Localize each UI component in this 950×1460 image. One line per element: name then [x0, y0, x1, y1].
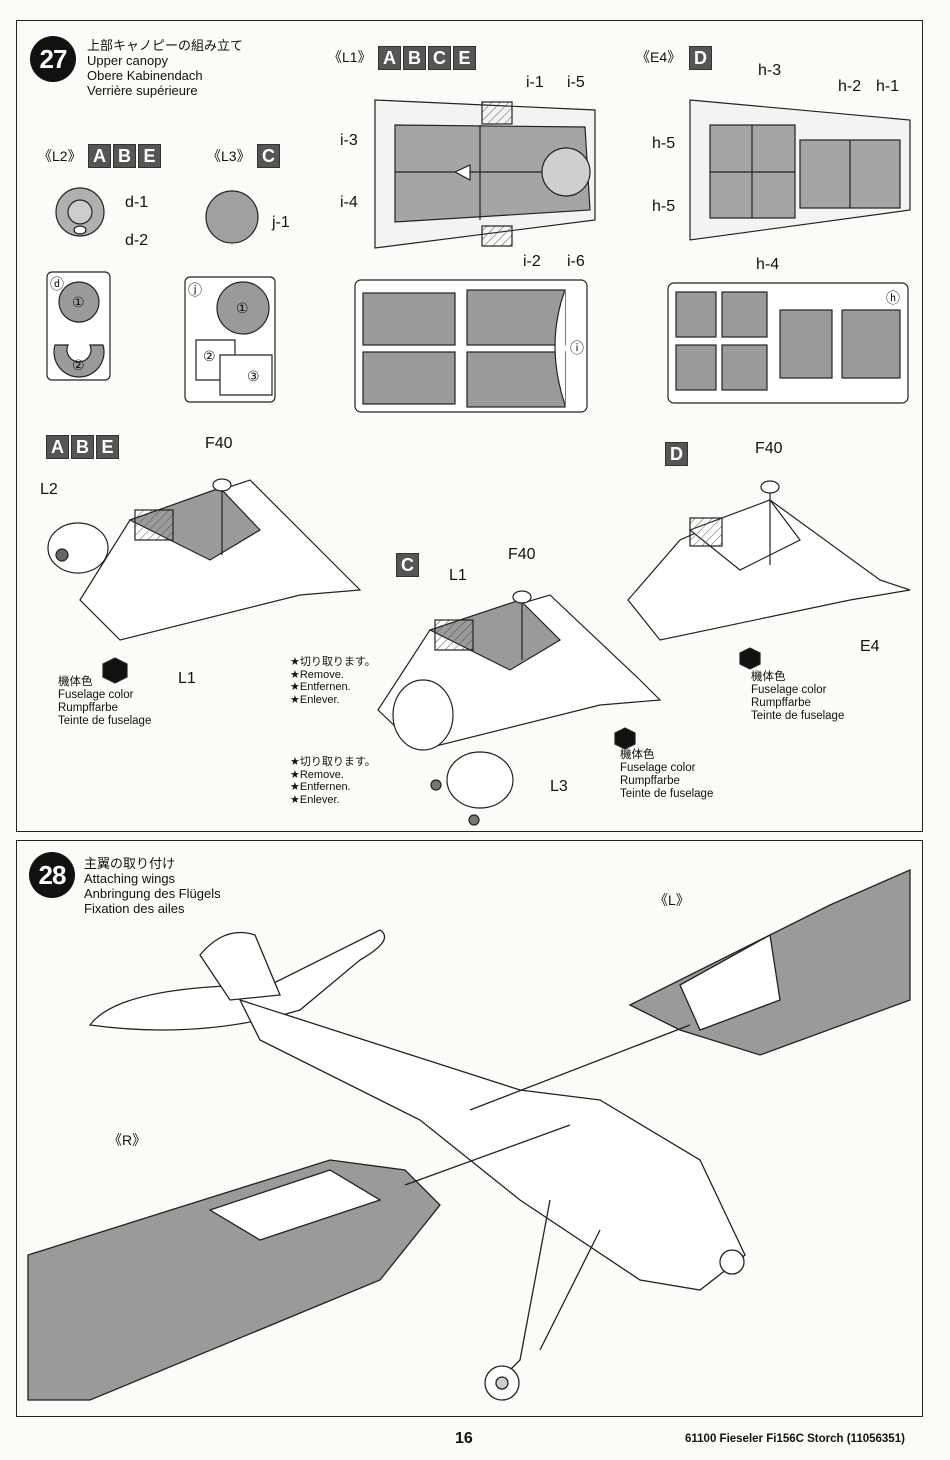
callout-h-5-upper: h-5 — [652, 135, 676, 152]
l1-canopy-topview — [374, 99, 596, 249]
callout-i-2: i-2 — [523, 253, 541, 270]
callout-d-1: d-1 — [125, 194, 149, 211]
version-letter: A — [46, 435, 69, 459]
part-e4: E4 — [860, 638, 880, 655]
l1-marker: 《L1》 — [328, 49, 372, 65]
right-wing-marker: 《R》 — [108, 1132, 147, 1148]
step-27-number: 27 — [30, 36, 76, 82]
version-letter: A — [88, 144, 111, 168]
remove-note-upper: ★切り取ります。 ★Remove. ★Entfernen. ★Enlever. — [290, 656, 376, 706]
callout-h-3: h-3 — [758, 62, 782, 79]
i-decal-sheet-mark: ⓘ — [570, 340, 584, 356]
step-27-title-fr: Verrière supérieure — [87, 83, 198, 98]
callout-i-3: i-3 — [340, 132, 358, 149]
part-l1-c: L1 — [449, 567, 467, 584]
l1-decal-sheet — [354, 279, 588, 413]
abe-canopy-assembly — [47, 478, 362, 684]
version-letter: C — [428, 46, 451, 70]
kit-code: 61100 Fieseler Fi156C Storch (11056351) — [685, 1433, 905, 1445]
decal-number-2: ② — [203, 348, 216, 364]
decal-number-1: ① — [72, 294, 85, 310]
decal-number-2: ② — [72, 357, 85, 373]
l2-window — [55, 187, 105, 237]
vertical-fin — [199, 931, 281, 1001]
step-28-title: 主翼の取り付け Attaching wings Anbringung des F… — [84, 856, 221, 916]
step-27-frame — [16, 20, 923, 832]
step-27-title-en: Upper canopy — [87, 53, 168, 68]
step-28-title-ja: 主翼の取り付け — [84, 856, 176, 871]
l3-version-letters: C — [257, 144, 280, 168]
c-version-letters: C — [396, 553, 419, 577]
callout-i-5: i-5 — [567, 74, 585, 91]
l3-window — [205, 190, 259, 244]
decal-number-3: ③ — [247, 368, 260, 384]
e4-marker: 《E4》 — [636, 49, 682, 65]
c-canopy-assembly — [377, 590, 662, 826]
callout-i-6: i-6 — [567, 253, 585, 270]
j-decal-sheet-mark: ⓙ — [188, 282, 202, 298]
j-decal-sheet — [184, 276, 276, 403]
l3-marker: 《L3》 — [207, 148, 251, 164]
callout-i-1: i-1 — [526, 74, 544, 91]
callout-j-1: j-1 — [272, 214, 290, 231]
d-decal-sheet-mark: ⓓ — [50, 276, 64, 292]
l2-marker: 《L2》 — [38, 148, 82, 164]
decal-number-1: ① — [236, 300, 249, 316]
callout-h-5-lower: h-5 — [652, 198, 676, 215]
step-28-frame — [16, 840, 923, 1417]
h-decal-sheet-mark: ⓗ — [886, 290, 900, 306]
version-letter: A — [378, 46, 401, 70]
e4-version-letters: D — [689, 46, 712, 70]
part-f40-d: F40 — [755, 440, 783, 457]
part-f40-c: F40 — [508, 546, 536, 563]
step-28-title-en: Attaching wings — [84, 871, 176, 886]
version-letter: C — [396, 553, 419, 577]
right-wing — [27, 1159, 441, 1401]
horizontal-stabilizer — [88, 929, 386, 1031]
step-28-title-fr: Fixation des ailes — [84, 901, 185, 916]
d-version-letters: D — [665, 442, 688, 466]
version-letter: B — [71, 435, 94, 459]
abe-version-letters: A B E — [46, 435, 119, 459]
e4-canopy-topview — [689, 99, 911, 241]
color-note-d: 機体色 Fuselage color Rumpffarbe Teinte de … — [751, 671, 845, 722]
d-decal-sheet — [46, 271, 111, 381]
d-canopy-assembly — [627, 480, 911, 670]
version-letter: E — [96, 435, 119, 459]
color-note-abe: 機体色 Fuselage color Rumpffarbe Teinte de … — [58, 676, 152, 727]
step-27-title-ja: 上部キャノピーの組み立て — [87, 38, 244, 53]
color-note-c: 機体色 Fuselage color Rumpffarbe Teinte de … — [620, 749, 714, 800]
left-wing-marker: 《L》 — [654, 892, 690, 908]
callout-i-4: i-4 — [340, 194, 358, 211]
callout-d-2: d-2 — [125, 232, 149, 249]
version-letter: B — [113, 144, 136, 168]
fuselage — [238, 998, 746, 1291]
step-27-title: 上部キャノピーの組み立て Upper canopy Obere Kabinend… — [87, 38, 243, 98]
version-letter: C — [257, 144, 280, 168]
page-number: 16 — [455, 1430, 473, 1447]
step-28-number: 28 — [29, 852, 75, 898]
callout-h-1: h-1 — [876, 78, 900, 95]
version-letter: E — [453, 46, 476, 70]
part-l2: L2 — [40, 481, 58, 498]
l2-version-letters: A B E — [88, 144, 161, 168]
l1-version-letters: A B C E — [378, 46, 476, 70]
version-letter: B — [403, 46, 426, 70]
e4-decal-sheet — [667, 282, 909, 404]
callout-h-4: h-4 — [756, 256, 780, 273]
version-letter: D — [665, 442, 688, 466]
step-27-title-de: Obere Kabinendach — [87, 68, 203, 83]
version-letter: E — [138, 144, 161, 168]
main-landing-gear — [509, 1199, 601, 1371]
remove-note-lower: ★切り取ります。 ★Remove. ★Entfernen. ★Enlever. — [290, 756, 376, 806]
part-l3: L3 — [550, 778, 568, 795]
callout-h-2: h-2 — [838, 78, 862, 95]
step-28-title-de: Anbringung des Flügels — [84, 886, 221, 901]
version-letter: D — [689, 46, 712, 70]
part-l1-abe: L1 — [178, 670, 196, 687]
part-f40-abe: F40 — [205, 435, 233, 452]
